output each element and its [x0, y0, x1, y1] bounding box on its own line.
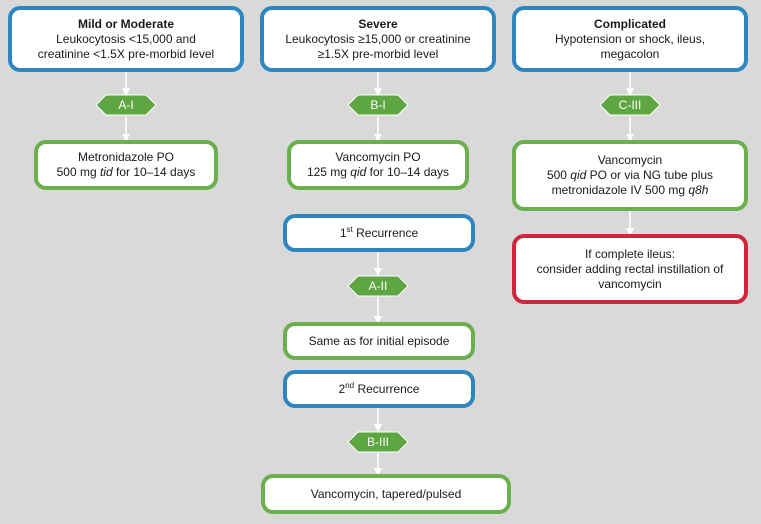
- grade-hexagon: [347, 431, 409, 453]
- tapered-pulsed-treatment: Vancomycin, tapered/pulsed: [261, 474, 511, 514]
- grade-hexagon: [347, 94, 409, 116]
- box-text: vancomycin: [598, 276, 662, 291]
- mild-moderate-header: Mild or Moderate Leukocytosis <15,000 an…: [8, 6, 244, 72]
- vancomycin-metronidazole-treatment: Vancomycin 500 qid PO or via NG tube plu…: [512, 140, 748, 211]
- box-text: ≥1.5X pre-morbid level: [317, 46, 439, 61]
- severe-header: Severe Leukocytosis ≥15,000 or creatinin…: [260, 6, 496, 72]
- box-text: 500 mg tid for 10–14 days: [56, 165, 196, 179]
- box-text: Leukocytosis ≥15,000 or creatinine: [285, 31, 471, 46]
- box-text: If complete ileus:: [584, 246, 676, 261]
- second-recurrence: 2nd Recurrence: [283, 370, 475, 408]
- grade-hexagon: [599, 94, 661, 116]
- box-title: Mild or Moderate: [77, 16, 174, 31]
- box-text: Vancomycin: [597, 153, 663, 167]
- box-text: 1st Recurrence: [339, 224, 419, 240]
- box-text: creatinine <1.5X pre-morbid level: [37, 46, 215, 61]
- grade-label: B-I: [370, 98, 386, 112]
- grade-hexagon: [347, 275, 409, 297]
- box-text: Same as for initial episode: [308, 333, 450, 348]
- box-text: Vancomycin PO: [335, 150, 421, 164]
- box-text: 500 qid PO or via NG tube plus: [546, 168, 714, 182]
- box-text: consider adding rectal instillation of: [536, 261, 724, 276]
- grade-hexagon: [95, 94, 157, 116]
- grade-label: B-III: [366, 435, 389, 449]
- vancomycin-treatment: Vancomycin PO 125 mg qid for 10–14 days: [287, 140, 469, 190]
- grade-label: C-III: [618, 98, 642, 112]
- box-text: 125 mg qid for 10–14 days: [306, 165, 450, 179]
- first-recurrence: 1st Recurrence: [283, 214, 475, 252]
- box-text: Metronidazole PO: [77, 150, 175, 164]
- box-title: Severe: [358, 16, 398, 31]
- metronidazole-treatment: Metronidazole PO 500 mg tid for 10–14 da…: [34, 140, 218, 190]
- box-text: Vancomycin, tapered/pulsed: [310, 486, 462, 501]
- box-text: megacolon: [600, 46, 660, 61]
- box-text: metronidazole IV 500 mg q8h: [551, 183, 709, 197]
- grade-label: A-I: [118, 98, 134, 112]
- same-as-initial-treatment: Same as for initial episode: [283, 322, 475, 360]
- box-text: Hypotension or shock, ileus,: [554, 31, 706, 46]
- box-title: Complicated: [593, 16, 666, 31]
- complicated-header: Complicated Hypotension or shock, ileus,…: [512, 6, 748, 72]
- complete-ileus-note: If complete ileus: consider adding recta…: [512, 234, 748, 304]
- box-text: 2nd Recurrence: [338, 380, 420, 396]
- box-text: Leukocytosis <15,000 and: [56, 31, 196, 46]
- grade-label: A-II: [368, 279, 388, 293]
